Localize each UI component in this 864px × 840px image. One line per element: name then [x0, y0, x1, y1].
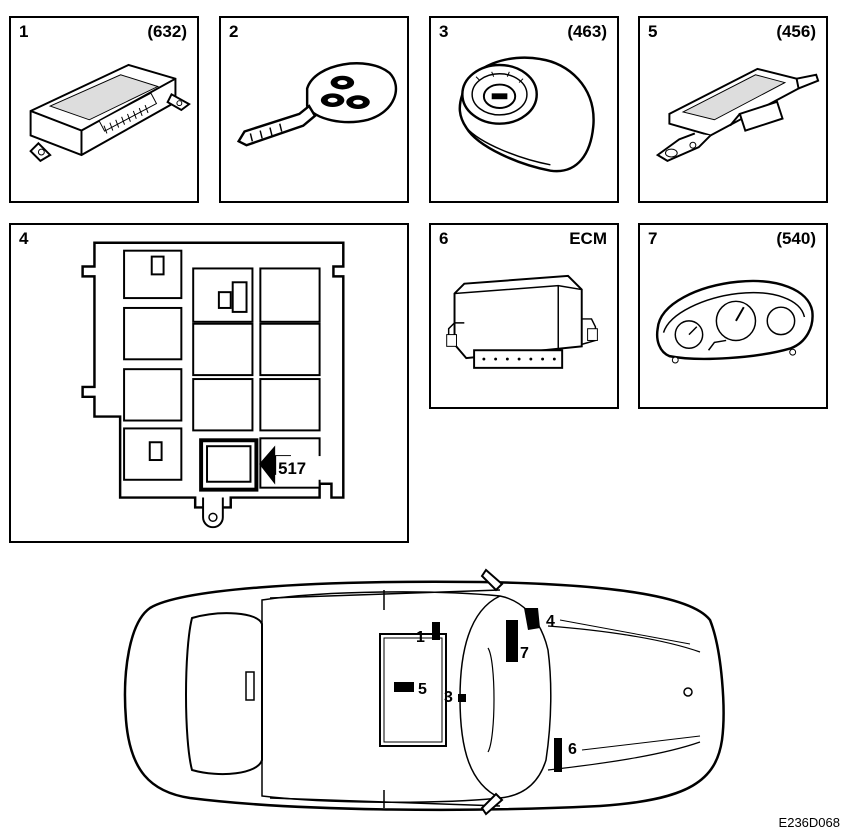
- panel-code: (632): [147, 22, 187, 41]
- panel-code: (456): [776, 22, 816, 41]
- panel-code: (540): [776, 229, 816, 248]
- remote-key-icon: [236, 62, 398, 147]
- engine-control-module-icon: [446, 274, 598, 369]
- ignition-switch-icon: [458, 56, 595, 173]
- car-marker-4: 4: [546, 613, 555, 630]
- instrument-cluster-icon: [655, 279, 814, 364]
- fuse-relay-box-icon: 517: [81, 241, 345, 529]
- panel-1: 1 (632): [9, 16, 199, 203]
- panel-3: 3 (463): [429, 16, 619, 203]
- panel-7: 7 (540): [638, 223, 828, 409]
- panel-number: 2: [229, 22, 239, 41]
- car-marker-5: 5: [418, 681, 427, 698]
- figure-code: E236D068: [778, 815, 840, 830]
- car-top-view: 1 5 3 4 7 6: [123, 568, 725, 816]
- fusebox-callout: 517: [278, 459, 306, 478]
- car-marker-6: 6: [568, 741, 577, 758]
- panel-5: 5 (456): [638, 16, 828, 203]
- panel-number: 1: [19, 22, 29, 41]
- panel-6: 6 ECM: [429, 223, 619, 409]
- antenna-module-icon: [655, 67, 820, 162]
- panel-number: 7: [648, 229, 658, 248]
- car-marker-3: 3: [444, 689, 453, 706]
- control-module-icon: [29, 63, 191, 163]
- panel-4: 4 517: [9, 223, 409, 543]
- panel-number: 6: [439, 229, 449, 248]
- panel-code: (463): [567, 22, 607, 41]
- panel-number: 5: [648, 22, 658, 41]
- car-marker-1: 1: [416, 629, 425, 646]
- panel-number: 4: [19, 229, 29, 248]
- panel-number: 3: [439, 22, 449, 41]
- panel-2: 2: [219, 16, 409, 203]
- car-marker-7: 7: [520, 645, 529, 662]
- panel-code: ECM: [569, 229, 607, 248]
